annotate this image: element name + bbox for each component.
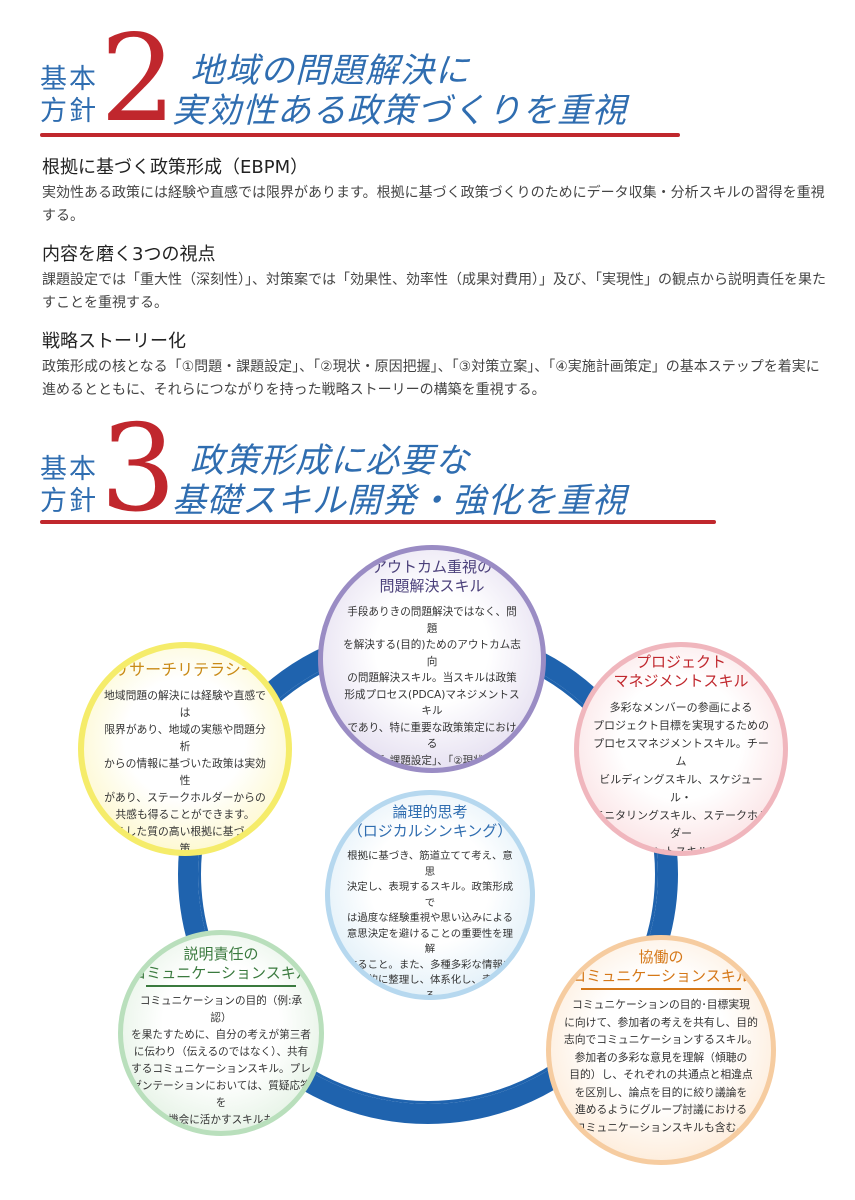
skill-circle-outcome: アウトカム重視の 問題解決スキル 手段ありきの問題解決ではなく、問題 を解決する… <box>318 545 546 773</box>
section2-underline <box>40 133 680 137</box>
section2-title-line2: 実効性ある政策づくりを重視 <box>172 91 627 131</box>
strategy-story-heading: 戦略ストーリー化 <box>42 331 186 352</box>
strategy-story-text: 政策形成の核となる「①問題・課題設定」、「②現状・原因把握」、「③対策立案」、「… <box>42 359 820 398</box>
skill-title-collaboration: 協働の コミュニケーションスキル <box>571 948 751 985</box>
skill-body-outcome: 手段ありきの問題解決ではなく、問題 を解決する(目的)ためのアウトカム志向 の問… <box>343 606 521 767</box>
skill-body-literacy: 地域問題の解決には経験や直感では 限界があり、地域の実態や問題分析 からの情報に… <box>104 689 266 855</box>
ebpm-text: 実効性ある政策には経験や直感では限界があります。根拠に基づく政策づくりのためにデ… <box>42 185 825 224</box>
skill-body-project: 多彩なメンバーの参画による プロジェクト目標を実現するための プロセスマネジメン… <box>593 701 769 856</box>
three-views-heading: 内容を磨く3つの視点 <box>42 244 216 265</box>
skill-circle-collaboration: 協働の コミュニケーションスキル コミュニケーションの目的･目標実現 に向けて、… <box>546 935 776 1165</box>
skill-body-accountability: コミュニケーションの目的（例:承認） を果たすために、自分の考えが第三者 に伝わ… <box>131 995 311 1126</box>
section3-number: 3 <box>100 400 177 539</box>
ebpm-heading: 根拠に基づく政策形成（EBPM） <box>42 157 309 178</box>
section2-number: 2 <box>100 10 177 149</box>
skill-title-rule <box>146 985 296 987</box>
section3-label-line2: 方針 <box>40 486 98 517</box>
skill-circle-literacy: リサーチリテラシー 地域問題の解決には経験や直感では 限界があり、地域の実態や問… <box>78 642 292 856</box>
section3-underline <box>40 520 716 524</box>
skill-title-literacy: リサーチリテラシー <box>113 660 257 679</box>
section2-title-line1: 地域の問題解決に <box>190 51 470 91</box>
skill-title-project: プロジェクト マネジメントスキル <box>613 653 749 690</box>
skill-title-logical: 論理的思考 （ロジカルシンキング） <box>347 803 513 840</box>
section2-label-line1: 基本 <box>40 64 98 95</box>
skill-title-outcome: アウトカム重視の 問題解決スキル <box>371 558 492 595</box>
section3-label-line1: 基本 <box>40 454 98 485</box>
skill-circle-logical: 論理的思考 （ロジカルシンキング） 根拠に基づき、筋道立てて考え、意思 決定し、… <box>325 790 535 1000</box>
skill-title-rule <box>581 988 741 990</box>
section2-label-line2: 方針 <box>40 96 98 127</box>
skill-circle-project: プロジェクト マネジメントスキル 多彩なメンバーの参画による プロジェクト目標を… <box>574 642 788 856</box>
section3-title-line1: 政策形成に必要な <box>190 441 470 481</box>
skill-body-logical: 根拠に基づき、筋道立てて考え、意思 決定し、表現するスキル。政策形成で は過度な… <box>346 850 514 1000</box>
skill-circle-accountability: 説明責任の コミュニケーションスキル コミュニケーションの目的（例:承認） を果… <box>118 930 324 1136</box>
section3-title-line2: 基礎スキル開発・強化を重視 <box>172 481 627 521</box>
skill-title-accountability: 説明責任の コミュニケーションスキル <box>131 945 311 982</box>
three-views-text: 課題設定では「重大性（深刻性）」、対策案では「効果性、効率性（成果対費用）」及び… <box>42 272 826 311</box>
skill-body-collaboration: コミュニケーションの目的･目標実現 に向けて、参加者の考えを共有し、目的 志向で… <box>563 998 759 1134</box>
